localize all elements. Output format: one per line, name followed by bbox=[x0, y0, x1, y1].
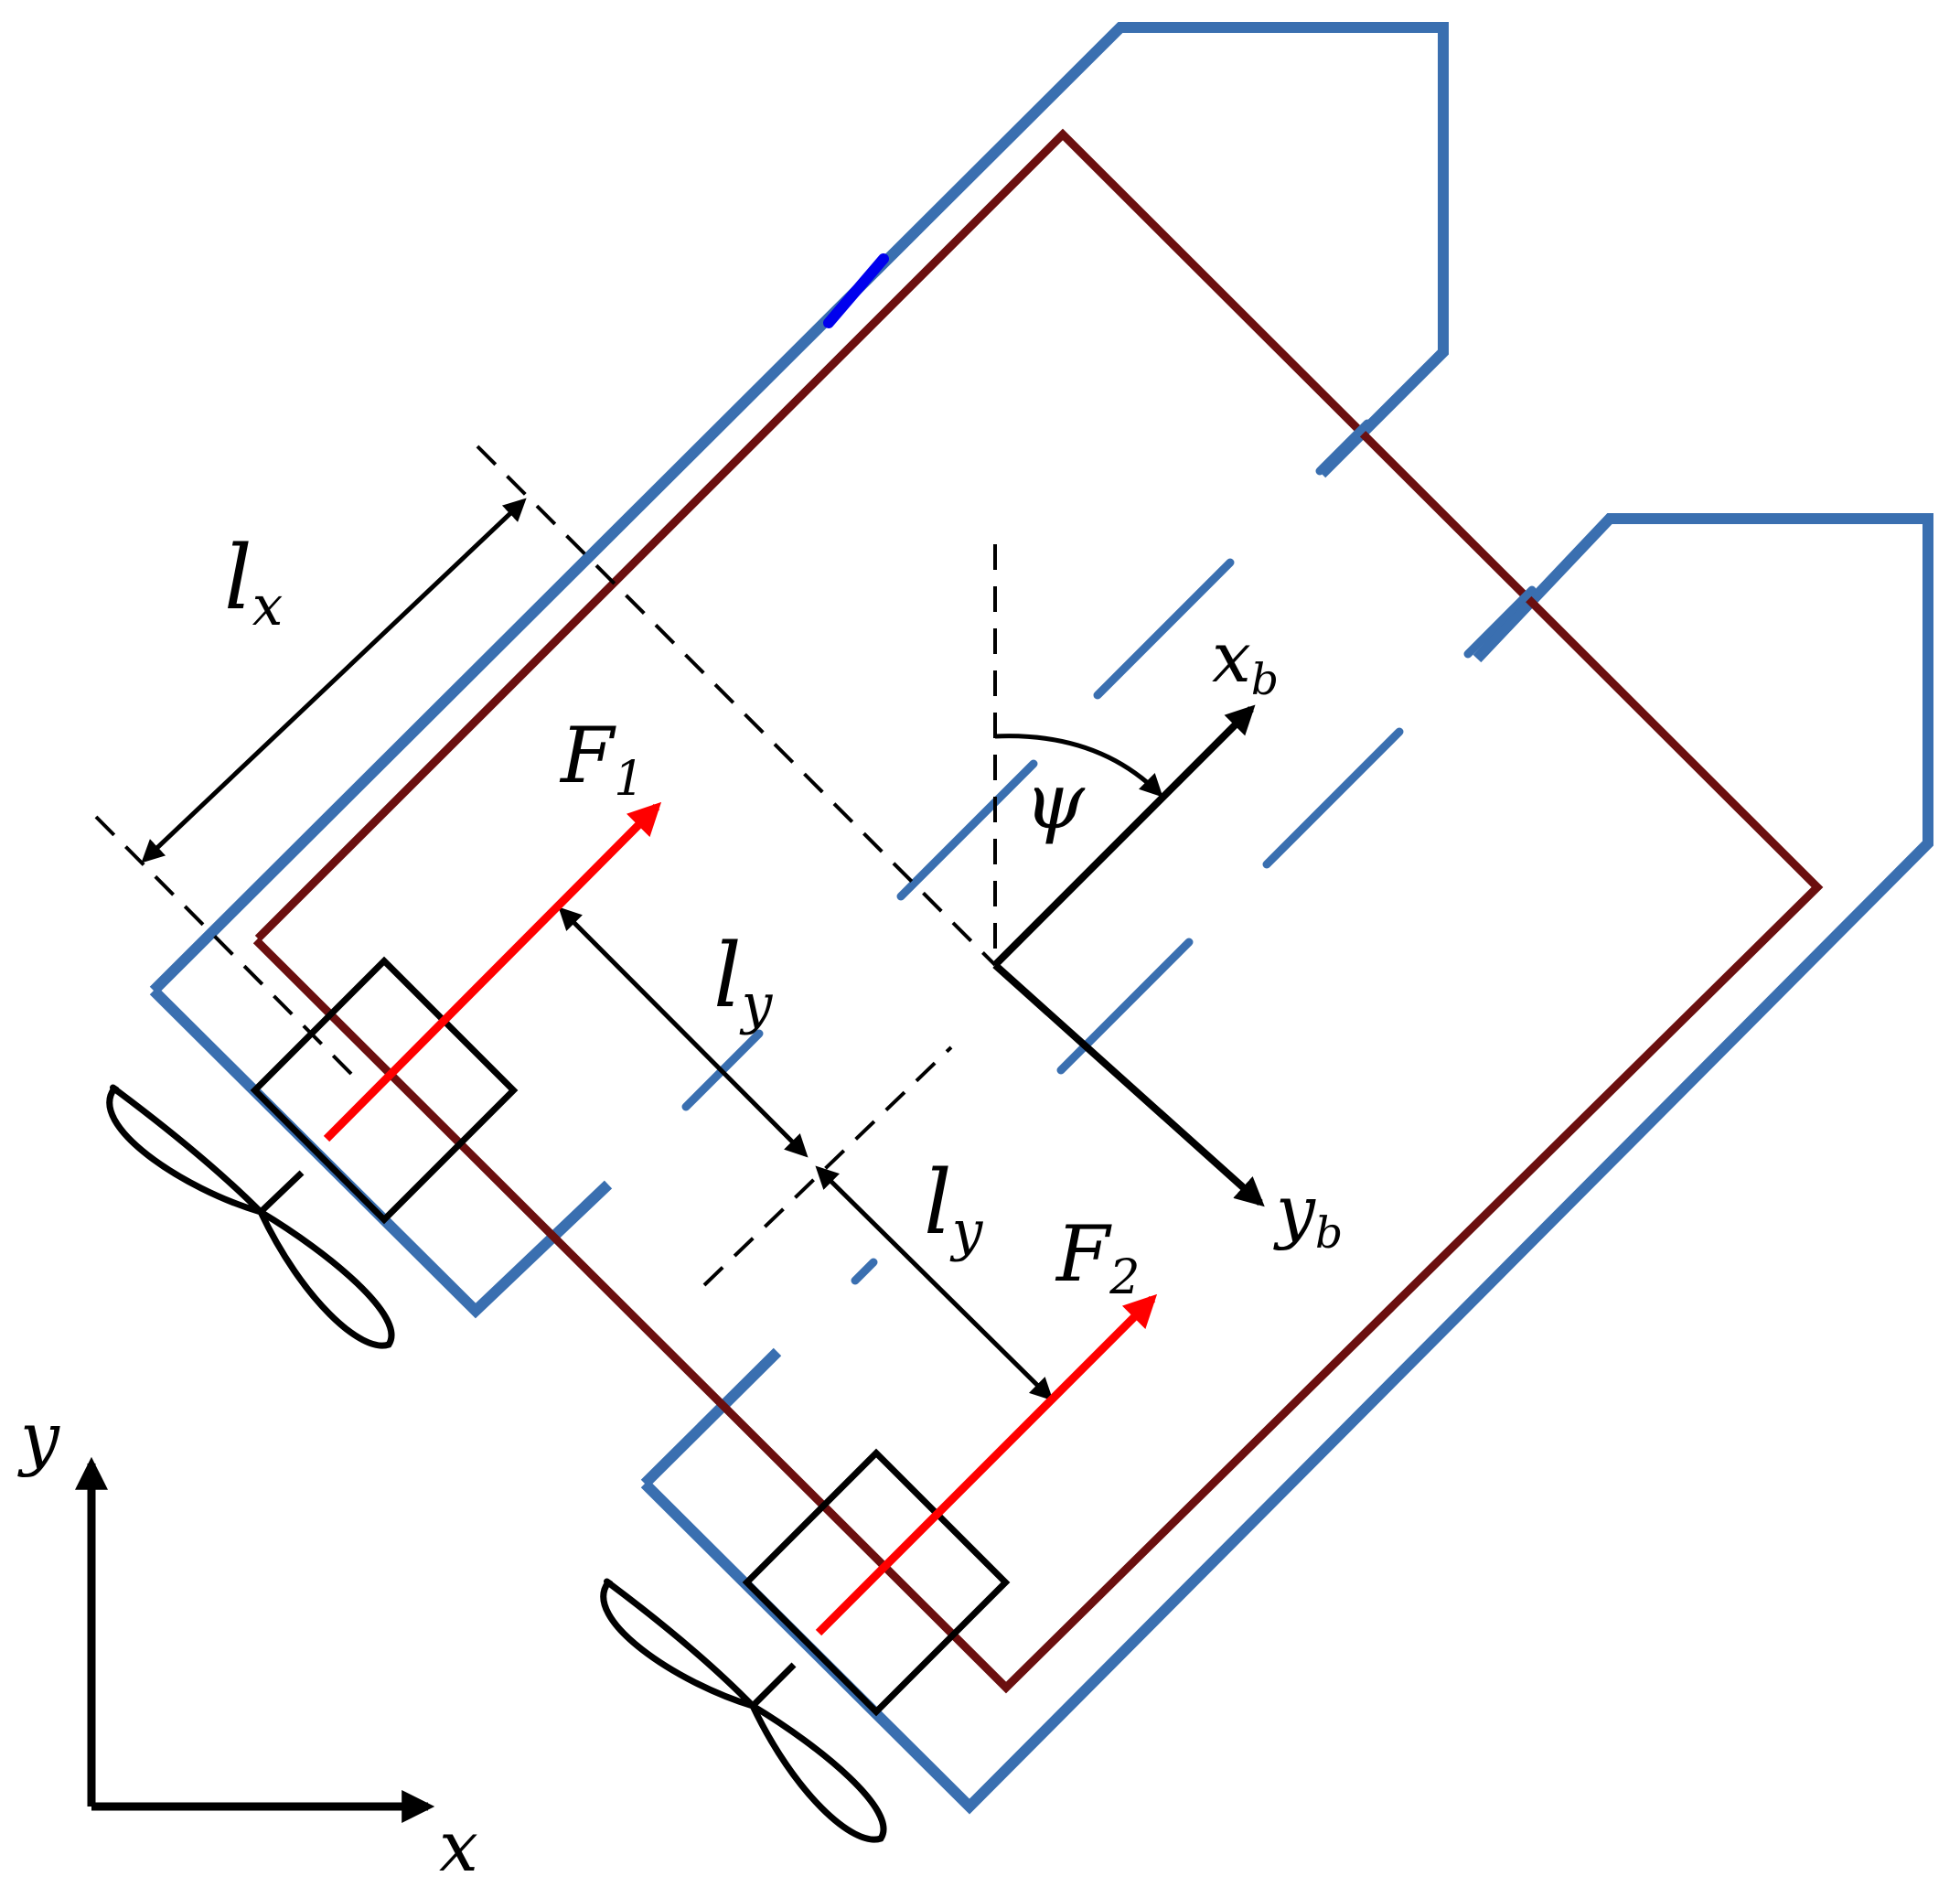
strut bbox=[1093, 558, 1235, 700]
thruster-1 bbox=[106, 956, 519, 1349]
f2-label: F2 bbox=[1055, 1209, 1140, 1305]
hull-stern-right bbox=[640, 1347, 782, 1488]
psi-angle-arc bbox=[994, 734, 1163, 798]
hull-highlight bbox=[823, 253, 889, 328]
propeller-1-icon bbox=[106, 1084, 395, 1349]
f1-thrust-arrow bbox=[323, 801, 662, 1142]
f1-label: F1 bbox=[559, 711, 644, 807]
yb-axis-arrow bbox=[992, 962, 1265, 1207]
xb-axis-arrow bbox=[992, 704, 1256, 968]
world-y-label: y bbox=[17, 1397, 60, 1478]
thrust-forces bbox=[323, 801, 1158, 1636]
f2-thrust-arrow bbox=[815, 1293, 1158, 1636]
strut bbox=[896, 759, 1038, 901]
thruster-2-shaft bbox=[750, 1662, 797, 1709]
world-x-label: x bbox=[439, 1806, 478, 1887]
propeller-2-icon bbox=[600, 1578, 887, 1843]
ly1-label: ly bbox=[713, 925, 774, 1036]
strut bbox=[1056, 938, 1194, 1075]
ly1-dimension-arrow bbox=[558, 906, 809, 1158]
thruster-2 bbox=[600, 1448, 1011, 1843]
thruster-1-shaft bbox=[258, 1170, 305, 1215]
lx-extension-rear bbox=[94, 815, 354, 1077]
thruster-1-housing bbox=[250, 956, 519, 1225]
ly2-label: ly bbox=[924, 1152, 984, 1263]
psi-label: ψ bbox=[1024, 756, 1086, 846]
thruster-2-housing bbox=[742, 1448, 1011, 1717]
hull-left-pontoon bbox=[149, 22, 1449, 995]
center-line bbox=[702, 1045, 953, 1287]
yb-label: yb bbox=[1273, 1170, 1343, 1259]
lx-label: lx bbox=[224, 527, 283, 638]
strut bbox=[1262, 727, 1404, 869]
lx-extension-front bbox=[476, 445, 997, 967]
strut bbox=[851, 1258, 878, 1285]
hull-right-pontoon bbox=[640, 513, 1933, 1815]
strut bbox=[1463, 585, 1537, 659]
body-frame bbox=[992, 704, 1265, 1207]
deck-outline bbox=[252, 128, 1824, 1694]
xb-label: xb bbox=[1212, 616, 1279, 705]
ly2-dimension-arrow bbox=[815, 1165, 1054, 1401]
dimension-arrows bbox=[141, 498, 1163, 1401]
strut bbox=[1315, 419, 1372, 476]
lx-dimension-arrow bbox=[141, 498, 527, 863]
world-frame bbox=[75, 1456, 435, 1823]
hull-stern-left bbox=[149, 986, 613, 1319]
